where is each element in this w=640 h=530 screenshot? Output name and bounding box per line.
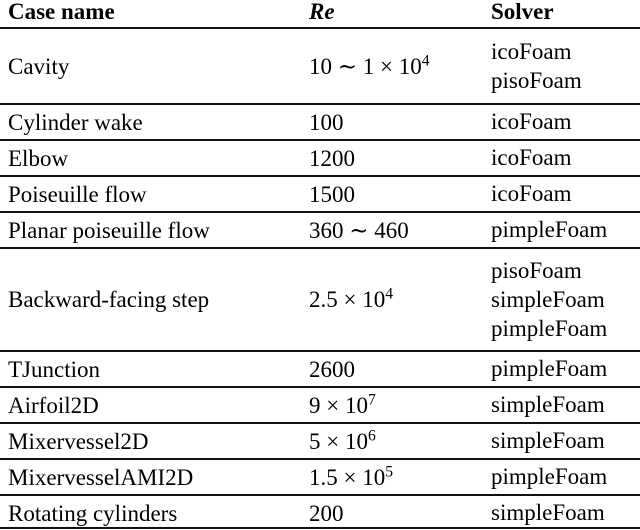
cell-solver: icoFoam xyxy=(477,175,640,212)
table-header: Case name Re Solver xyxy=(0,0,640,29)
solver-name: icoFoam xyxy=(491,38,572,64)
solver-list: icoFoam xyxy=(491,141,640,175)
cell-case-name: MixervesselAMI2D xyxy=(0,458,300,495)
exponent: 7 xyxy=(367,390,376,408)
solver-name: simpleFoam xyxy=(491,392,605,418)
solver-list: icoFoam xyxy=(491,105,640,139)
cell-case-name: Elbow xyxy=(0,139,300,176)
cell-reynolds-number: 10 ∼ 1 × 104 xyxy=(309,51,430,79)
table-bottom-rule xyxy=(0,527,640,529)
cell-solver: pimpleFoam xyxy=(477,458,640,495)
cell-reynolds-number: 2.5 × 104 xyxy=(300,247,477,351)
solver-name: simpleFoam xyxy=(491,428,605,454)
column-header-solver: Solver xyxy=(477,0,640,29)
solver-list: pimpleFoam xyxy=(491,213,640,247)
cell-solver: simpleFoam xyxy=(477,494,640,530)
solver-list: pimpleFoam xyxy=(491,352,640,386)
cell-case-name: Cylinder wake xyxy=(0,103,300,140)
solver-name: icoFoam xyxy=(491,109,572,135)
cell-case-name: Airfoil2D xyxy=(0,386,300,423)
cell-solver: pimpleFoam xyxy=(477,350,640,387)
cell-reynolds-number: 1200 xyxy=(300,139,477,176)
solver-name: pisoFoam xyxy=(491,257,582,283)
solver-name: pimpleFoam xyxy=(491,217,608,243)
cell-case-name: Planar poiseuille flow xyxy=(0,211,300,248)
cell-solver: icoFoam xyxy=(477,139,640,176)
exponent: 5 xyxy=(385,462,394,480)
cell-reynolds-number: 2600 xyxy=(300,350,477,387)
cell-reynolds-number: 200 xyxy=(300,494,477,530)
solver-name: icoFoam xyxy=(491,145,572,171)
solver-name: icoFoam xyxy=(491,181,572,207)
cell-case-name: Rotating cylinders xyxy=(0,494,300,530)
solver-list: simpleFoam xyxy=(491,388,640,422)
exponent: 6 xyxy=(367,426,376,444)
exponent: 4 xyxy=(385,285,394,303)
solver-list: pimpleFoam xyxy=(491,460,640,494)
table-row: Cavity 10 ∼ 1 × 104 icoFoam pisoFoam xyxy=(0,28,640,104)
cell-solver: icoFoam xyxy=(477,103,640,140)
cell-solver: simpleFoam xyxy=(477,422,640,459)
solver-list: pisoFoam simpleFoam pimpleFoam xyxy=(491,249,640,350)
cell-reynolds-number: 9 × 107 xyxy=(300,386,477,423)
solver-name: pimpleFoam xyxy=(491,464,608,490)
solver-list: icoFoam pisoFoam xyxy=(491,29,640,103)
cell-case-name: Cavity xyxy=(8,53,70,79)
cell-case-name: TJunction xyxy=(0,350,300,387)
cell-reynolds-number: 1500 xyxy=(300,175,477,212)
cell-case-name: Mixervessel2D xyxy=(0,422,300,459)
cell-solver: pimpleFoam xyxy=(477,211,640,248)
solver-list: simpleFoam xyxy=(491,424,640,458)
solver-list: simpleFoam xyxy=(491,496,640,530)
cell-reynolds-number: 5 × 106 xyxy=(300,422,477,459)
cell-reynolds-number: 100 xyxy=(300,103,477,140)
cell-solver: icoFoam pisoFoam xyxy=(477,28,640,104)
cell-case-name: Poiseuille flow xyxy=(0,175,300,212)
column-header-re: Re xyxy=(300,0,477,29)
solver-list: icoFoam xyxy=(491,177,640,211)
cell-case-name: Backward-facing step xyxy=(0,247,300,351)
cell-solver: pisoFoam simpleFoam pimpleFoam xyxy=(477,247,640,351)
cell-reynolds-number: 1.5 × 105 xyxy=(300,458,477,495)
solver-name: pisoFoam xyxy=(491,68,582,93)
solver-name: simpleFoam xyxy=(491,286,605,312)
solver-name: pimpleFoam xyxy=(491,356,608,382)
solver-name: pimpleFoam xyxy=(491,316,608,342)
exponent: 4 xyxy=(421,51,430,69)
cell-solver: simpleFoam xyxy=(477,386,640,423)
cell-reynolds-number: 360 ∼ 460 xyxy=(300,211,477,248)
solver-name: simpleFoam xyxy=(491,500,605,526)
header-row: Case name Re Solver xyxy=(0,0,640,29)
column-header-case-name: Case name xyxy=(0,0,300,29)
